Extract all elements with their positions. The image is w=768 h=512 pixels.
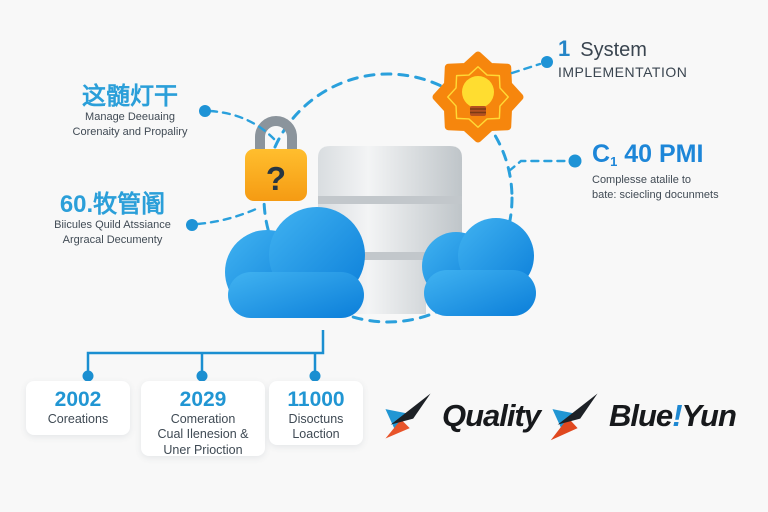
connector-pmi: [507, 159, 568, 173]
blueyun-post: Yun: [681, 398, 737, 433]
quality-pinwheel-icon: [385, 393, 431, 439]
callout-system-subtitle: IMPLEMENTATION: [558, 64, 688, 80]
blueyun-logo-text: Blue!Yun: [609, 398, 737, 434]
stat-label: Comeration: [170, 412, 236, 427]
stat-card-2002: 2002 Coreations: [26, 381, 130, 435]
callout-pmi-line2: bate: sciecling docunmets: [592, 189, 719, 202]
callout-pmi-c: C: [592, 140, 611, 168]
callout-system-title: System: [580, 39, 647, 61]
connector-system: [510, 62, 542, 75]
callout-assurance: 60.牧管阍 Biicules Quild Atssiance Argracal…: [25, 191, 200, 247]
callout-manage-title: 这髄灯干: [82, 83, 178, 110]
quality-logo-text: Quality: [442, 398, 541, 433]
callout-assurance-title: 60.牧管阍: [59, 191, 166, 218]
callout-pmi-sub: 1: [610, 154, 618, 170]
connector-manage: [208, 109, 276, 141]
stat-value: 2029: [179, 388, 227, 411]
callout-assurance-line1: Biicules Quild Atssiance: [54, 219, 171, 232]
callout-pmi-title: C1 40 PMI: [592, 140, 762, 169]
connector-dots: [186, 56, 582, 231]
stat-label: Cual Ilenesion &: [157, 427, 249, 442]
lightbulb-badge-icon: [432, 51, 524, 143]
stat-label: Uner Prioction: [163, 442, 243, 457]
callout-manage-line2: Corenaity and Propaliry: [72, 125, 188, 138]
callout-manage-line1: Manage Deeuaing: [85, 111, 175, 124]
dashed-circle: [262, 72, 514, 324]
callout-manage: 这髄灯干 Manage Deeuaing Corenaity and Propa…: [50, 83, 210, 139]
callout-system: 1 System IMPLEMENTATION: [558, 36, 758, 80]
stats-bracket: [82, 330, 325, 382]
quality-logo: Quality: [382, 390, 541, 442]
cloud-right-icon: [422, 218, 536, 316]
stat-value: 11000: [287, 388, 345, 411]
dashed-connectors: [196, 62, 568, 226]
stat-value: 2002: [54, 388, 102, 411]
callout-pmi: C1 40 PMI Complesse atalile to bate: sci…: [592, 140, 762, 203]
stat-card-2029: 2029 Comeration Cual Ilenesion & Uner Pr…: [141, 381, 265, 457]
callout-pmi-rest: 40 PMI: [617, 140, 704, 168]
connector-assurance: [196, 207, 258, 226]
callout-system-title-row: 1 System: [558, 36, 758, 62]
stat-label: Loaction: [292, 427, 340, 442]
blueyun-pinwheel-icon: [550, 393, 598, 441]
cloud-left-icon: [225, 207, 365, 318]
stat-label: Disoctuns: [288, 412, 344, 427]
callout-pmi-line1: Complesse atalile to: [592, 174, 692, 187]
padlock-question-icon: ?: [245, 116, 307, 201]
stat-card-11000: 11000 Disoctuns Loaction: [269, 381, 363, 445]
blueyun-bang: !: [672, 398, 682, 433]
callout-assurance-line2: Argracal Decumenty: [62, 233, 163, 246]
padlock-glyph: ?: [266, 160, 286, 197]
stat-label: Coreations: [47, 412, 109, 427]
blueyun-pre: Blue: [609, 398, 673, 433]
callout-system-number: 1: [558, 36, 571, 61]
blueyun-logo: Blue!Yun: [549, 390, 737, 442]
